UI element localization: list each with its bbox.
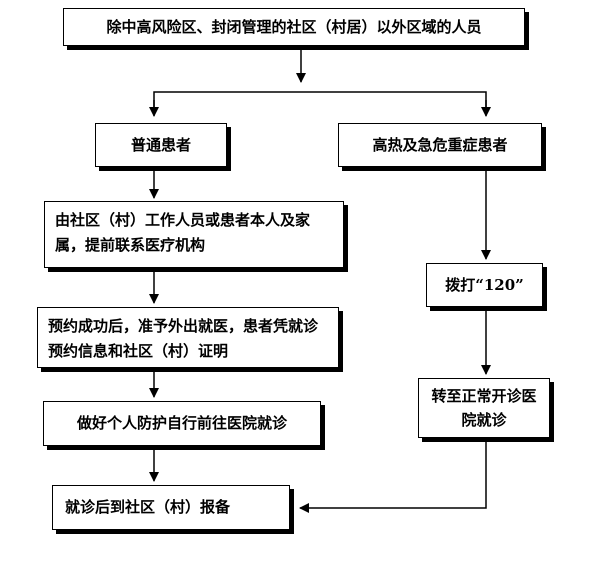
arrow-right-step2-to-report <box>299 438 487 513</box>
left-step1-box: 由社区（村）工作人员或患者本人及家属，提前联系医疗机构 <box>44 201 344 268</box>
split-connector <box>153 91 487 113</box>
left-branch-header-text: 普通患者 <box>130 135 191 154</box>
left-step4-box: 就诊后到社区（村）报备 <box>52 485 290 530</box>
left-step2-box: 预约成功后，准予外出就医，患者凭就诊预约信息和社区（村）证明 <box>37 307 339 368</box>
left-step2-text: 预约成功后，准予外出就医，患者凭就诊预约信息和社区（村）证明 <box>48 317 319 360</box>
left-step4-text: 就诊后到社区（村）报备 <box>65 498 231 516</box>
right-branch-header-text: 高热及急危重症患者 <box>372 135 508 154</box>
left-step3-box: 做好个人防护自行前往医院就诊 <box>43 401 321 446</box>
top-box: 除中高风险区、封闭管理的社区（村居）以外区域的人员 <box>63 8 525 46</box>
right-step2-box: 转至正常开诊医院就诊 <box>418 378 550 438</box>
top-box-text: 除中高风险区、封闭管理的社区（村居）以外区域的人员 <box>106 17 482 36</box>
right-step2-text: 转至正常开诊医院就诊 <box>431 387 537 429</box>
left-branch-header: 普通患者 <box>95 123 227 167</box>
left-step1-text: 由社区（村）工作人员或患者本人及家属，提前联系医疗机构 <box>55 211 311 254</box>
left-step3-text: 做好个人防护自行前往医院就诊 <box>76 414 287 432</box>
right-step1-text: 拨打“120” <box>445 275 524 294</box>
right-step1-box: 拨打“120” <box>426 263 543 307</box>
right-branch-header: 高热及急危重症患者 <box>338 123 542 167</box>
